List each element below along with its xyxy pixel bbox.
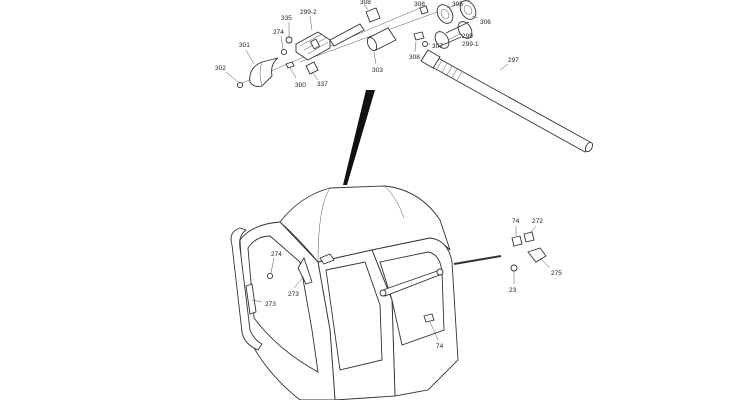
plate-272 <box>523 231 535 243</box>
label-275: 275 <box>551 270 562 277</box>
label-273b: 273 <box>265 301 276 308</box>
label-307: 307 <box>432 43 443 50</box>
bolt-274 <box>280 48 288 56</box>
label-274a: 274 <box>273 29 284 36</box>
bracket-299-2 <box>295 31 331 61</box>
label-273a: 273 <box>288 291 299 298</box>
part-labels: 335 299-2 274 301 302 300 337 303 308 30… <box>215 0 562 350</box>
bracket-275 <box>527 247 547 263</box>
label-302: 302 <box>215 65 226 72</box>
label-308c: 308 <box>414 1 425 8</box>
pointer-line-right <box>453 255 502 265</box>
shaft-297 <box>420 49 593 153</box>
clip-308a <box>365 7 381 23</box>
label-74a: 74 <box>512 218 520 225</box>
bearing-305 <box>436 4 454 24</box>
label-335: 335 <box>281 15 292 22</box>
label-272: 272 <box>532 218 543 225</box>
clip-308c <box>419 5 429 15</box>
bolt-274b <box>266 272 274 280</box>
label-297: 297 <box>508 57 519 64</box>
tube-303 <box>329 23 397 52</box>
nut-300 <box>285 61 295 69</box>
label-305: 305 <box>452 1 463 8</box>
pointer-wedge <box>343 90 375 185</box>
label-299-1: 299-1 <box>462 41 479 48</box>
label-299-2: 299-2 <box>300 9 317 16</box>
label-306: 306 <box>480 19 491 26</box>
label-308b: 308 <box>409 54 420 61</box>
small-parts-group <box>510 231 547 272</box>
boot-299 <box>434 21 473 49</box>
label-308a: 308 <box>360 0 371 6</box>
label-301: 301 <box>239 42 250 49</box>
switch-337 <box>305 61 319 75</box>
clip-308b <box>413 31 425 41</box>
screw-23 <box>510 264 518 272</box>
label-303: 303 <box>372 67 383 74</box>
pin-307 <box>422 41 428 47</box>
screw-302 <box>236 81 244 89</box>
handle-273b <box>245 283 257 315</box>
label-74b: 74 <box>436 343 444 350</box>
steering-column-assembly <box>236 0 593 153</box>
label-274b: 274 <box>271 251 282 258</box>
label-299: 299 <box>462 33 473 40</box>
label-23: 23 <box>509 287 517 294</box>
label-300: 300 <box>295 82 306 89</box>
operator-cab <box>230 185 459 400</box>
label-337: 337 <box>317 81 328 88</box>
bearing-306 <box>459 0 477 20</box>
leader-lines <box>225 3 551 341</box>
cover-301 <box>249 57 279 87</box>
bushing-74a <box>511 235 523 247</box>
handle-273a <box>297 256 313 285</box>
bushing-74b <box>423 313 435 323</box>
bolt-335 <box>285 36 293 44</box>
